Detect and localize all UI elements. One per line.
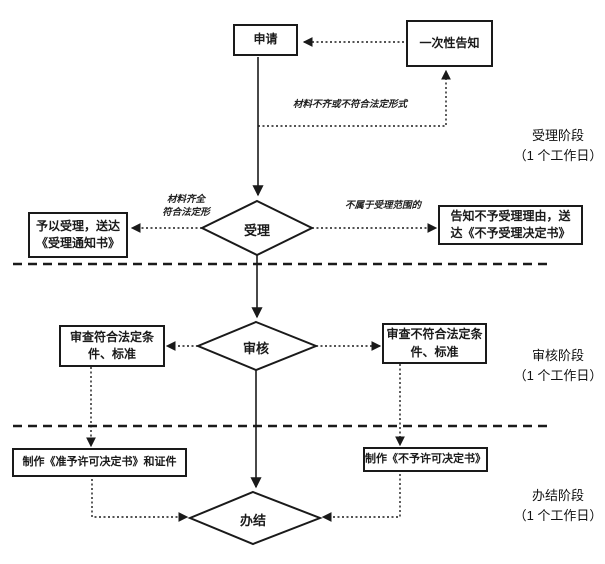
stage-accept-duration: （1 个工作日） (513, 147, 603, 163)
stage-finish-name: 办结阶段 (531, 488, 584, 503)
stage-label-accept: 受理阶段 （1 个工作日） (512, 126, 604, 165)
edge-label-incomplete: 材料不齐或不符合法定形式 (292, 100, 407, 110)
review-diamond (195, 320, 319, 372)
review-pass-box: 审查符合法定条 件、标准 (59, 325, 165, 367)
stage-label-review: 审核阶段 （1 个工作日） (512, 346, 604, 385)
accept-yes-box: 予以受理，送达 《受理通知书》 (28, 212, 128, 258)
edge-denial-to-finish (321, 474, 401, 522)
stage-review-duration: （1 个工作日） (513, 367, 603, 383)
edge-label-complete: 材料齐全 符合法定形 (162, 195, 210, 218)
accept-diamond (199, 199, 315, 257)
make-permit-box: 制作《准予许可决定书》和证件 (12, 448, 187, 477)
make-denial-box: 制作《不予许可决定书》 (363, 447, 488, 472)
apply-box: 申请 (233, 24, 298, 56)
stage-review-name: 审核阶段 (531, 348, 584, 363)
one-time-notice-box: 一次性告知 (406, 20, 493, 67)
review-diamond-label: 审核 (242, 341, 269, 356)
stage-accept-name: 受理阶段 (531, 128, 584, 143)
accept-no-box: 告知不予受理理由，送 达《不予受理决定书》 (438, 205, 583, 245)
finish-diamond-label: 办结 (239, 513, 266, 528)
stage-label-finish: 办结阶段 （1 个工作日） (512, 486, 604, 525)
review-fail-box: 审查不符合法定条 件、标准 (382, 323, 487, 364)
accept-diamond-label: 受理 (243, 223, 270, 238)
edge-permit-to-finish (91, 479, 189, 522)
edge-label-out-of-scope: 不属于受理范围的 (344, 201, 421, 211)
finish-diamond (187, 490, 323, 546)
stage-finish-duration: （1 个工作日） (513, 507, 603, 523)
